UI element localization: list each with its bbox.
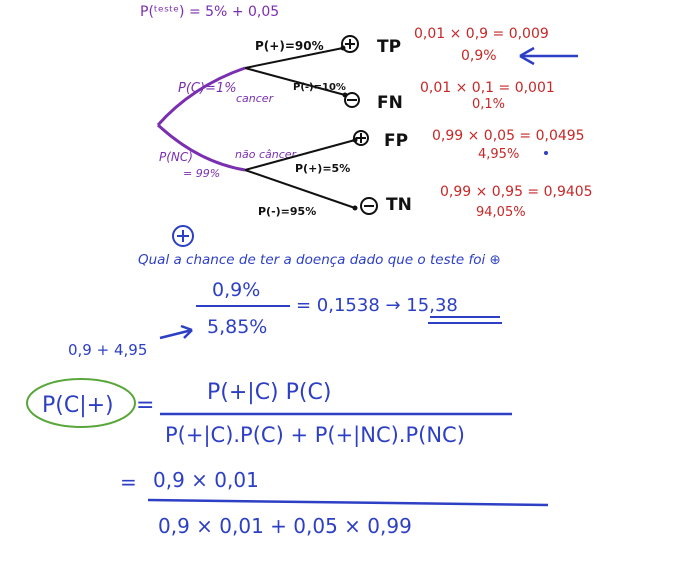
result-tp: 0,9%: [461, 48, 497, 64]
fraction-numerator: 0,9%: [212, 279, 260, 301]
branch-cancer: [156, 66, 246, 126]
calc-tp: 0,01 × 0,9 = 0,009: [414, 26, 549, 42]
branch-tp: [244, 47, 344, 69]
arrow-left-icon: [519, 46, 578, 66]
arrow-right-icon: [159, 324, 193, 340]
outcome-fp: FP: [384, 131, 408, 151]
outcome-fn: FN: [377, 93, 403, 113]
bayes-denominator: P(+|C).P(C) + P(+|NC).P(NC): [165, 423, 465, 448]
prob-cancer: P(C)=1%: [178, 81, 237, 96]
bayes-second-equals: =: [120, 470, 137, 494]
plus-circle-icon: [172, 225, 194, 247]
branch-no-cancer: [156, 123, 246, 172]
prob-plus-cancer: P(+)=90%: [255, 39, 324, 53]
plus-circle-icon: [353, 130, 369, 146]
leaf-dot-tn: [352, 205, 358, 211]
highlight-circle: [26, 378, 136, 428]
bayes-numerator: P(+|C) P(C): [207, 380, 331, 405]
fraction-denominator: 5,85%: [207, 316, 267, 338]
label-cancer: cancer: [236, 92, 275, 105]
bayes-numerator-values: 0,9 × 0,01: [153, 468, 259, 492]
mark-dot: [544, 151, 548, 155]
result-fp: 4,95%: [478, 147, 519, 162]
bayes-denominator-values: 0,9 × 0,01 + 0,05 × 0,99: [158, 514, 412, 538]
branch-fn: [244, 67, 346, 96]
bayes-lhs: P(C|+): [42, 393, 114, 418]
result-fn: 0,1%: [472, 97, 505, 112]
branch-tn: [244, 169, 356, 209]
prob-no-cancer: P(NC): [159, 150, 193, 164]
calc-fn: 0,01 × 0,1 = 0,001: [420, 80, 555, 96]
prob-plus-no-cancer: P(+)=5%: [295, 162, 350, 175]
prob-minus-cancer: P(-)=10%: [293, 82, 346, 93]
fraction-result: = 0,1538 → 15,38: [296, 295, 458, 316]
outcome-tn: TN: [386, 195, 412, 215]
calc-fp: 0,99 × 0,05 = 0,0495: [432, 128, 585, 144]
top-note: P(ᵗᵉˢᵗᵉ) = 5% + 0,05: [140, 4, 279, 20]
side-sum: 0,9 + 4,95: [68, 341, 147, 359]
branch-fp: [244, 139, 356, 171]
prob-no-cancer-value: = 99%: [183, 167, 220, 180]
result-tn: 94,05%: [476, 205, 526, 220]
minus-circle-icon: [360, 197, 378, 215]
label-no-cancer: não câncer: [235, 148, 298, 161]
question-text: Qual a chance de ter a doença dado que o…: [138, 252, 501, 268]
bayes-values-bar: [147, 498, 549, 507]
prob-minus-no-cancer: P(-)=95%: [258, 205, 316, 218]
bayes-equals: =: [136, 393, 154, 418]
minus-circle-icon: [344, 92, 360, 108]
outcome-tp: TP: [377, 37, 401, 57]
plus-circle-icon: [341, 35, 359, 53]
calc-tn: 0,99 × 0,95 = 0,9405: [440, 184, 593, 200]
